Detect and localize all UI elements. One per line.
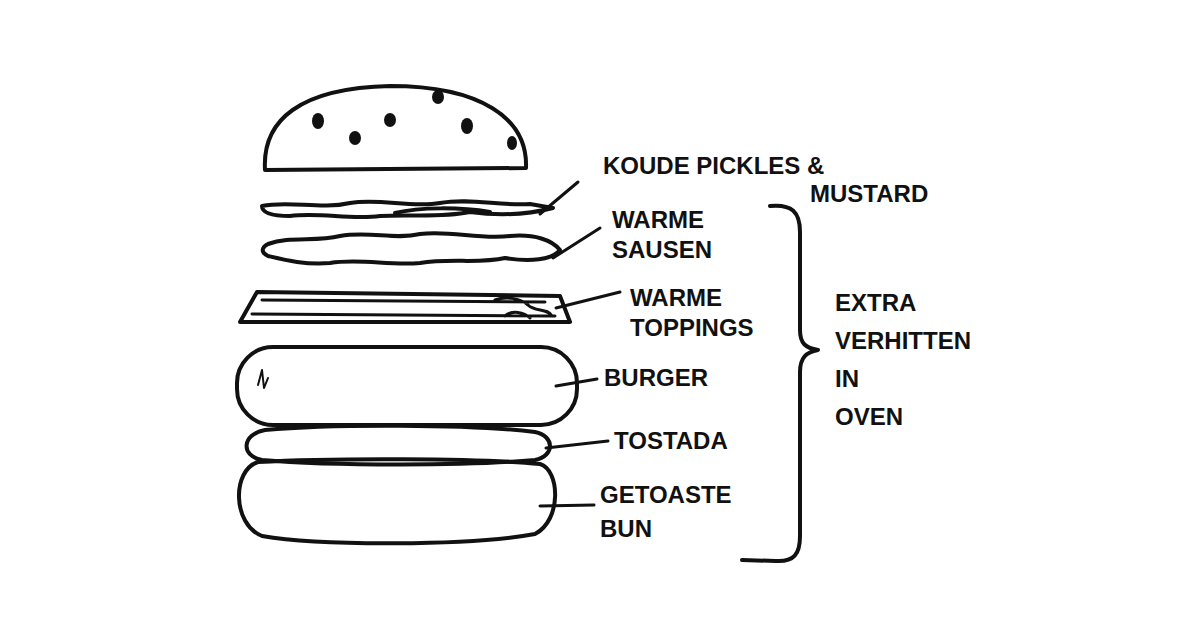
label-sauces: WARME SAUSEN xyxy=(612,205,762,265)
label-pickles: KOUDE PICKLES & MUSTARD xyxy=(603,152,870,208)
label-oven-note: EXTRA VERHITTEN IN OVEN xyxy=(835,284,925,436)
label-burger: BURGER xyxy=(604,364,804,392)
toppings-layer xyxy=(240,292,570,322)
brace xyxy=(742,206,818,561)
patty-mark xyxy=(258,370,268,388)
pickle-slice xyxy=(395,208,490,213)
toppings-detail xyxy=(252,298,555,318)
top-bun xyxy=(265,86,526,170)
burger-patty xyxy=(237,347,577,425)
pickles-layer xyxy=(262,201,553,217)
label-tostada: TOSTADA xyxy=(614,427,814,455)
sesame-seeds xyxy=(312,90,517,150)
sauce-layer xyxy=(263,233,560,264)
label-bun: GETOASTE BUN xyxy=(600,478,760,546)
bottom-bun xyxy=(239,459,555,543)
label-toppings: WARME TOPPINGS xyxy=(630,283,780,343)
leader-lines xyxy=(540,182,620,506)
